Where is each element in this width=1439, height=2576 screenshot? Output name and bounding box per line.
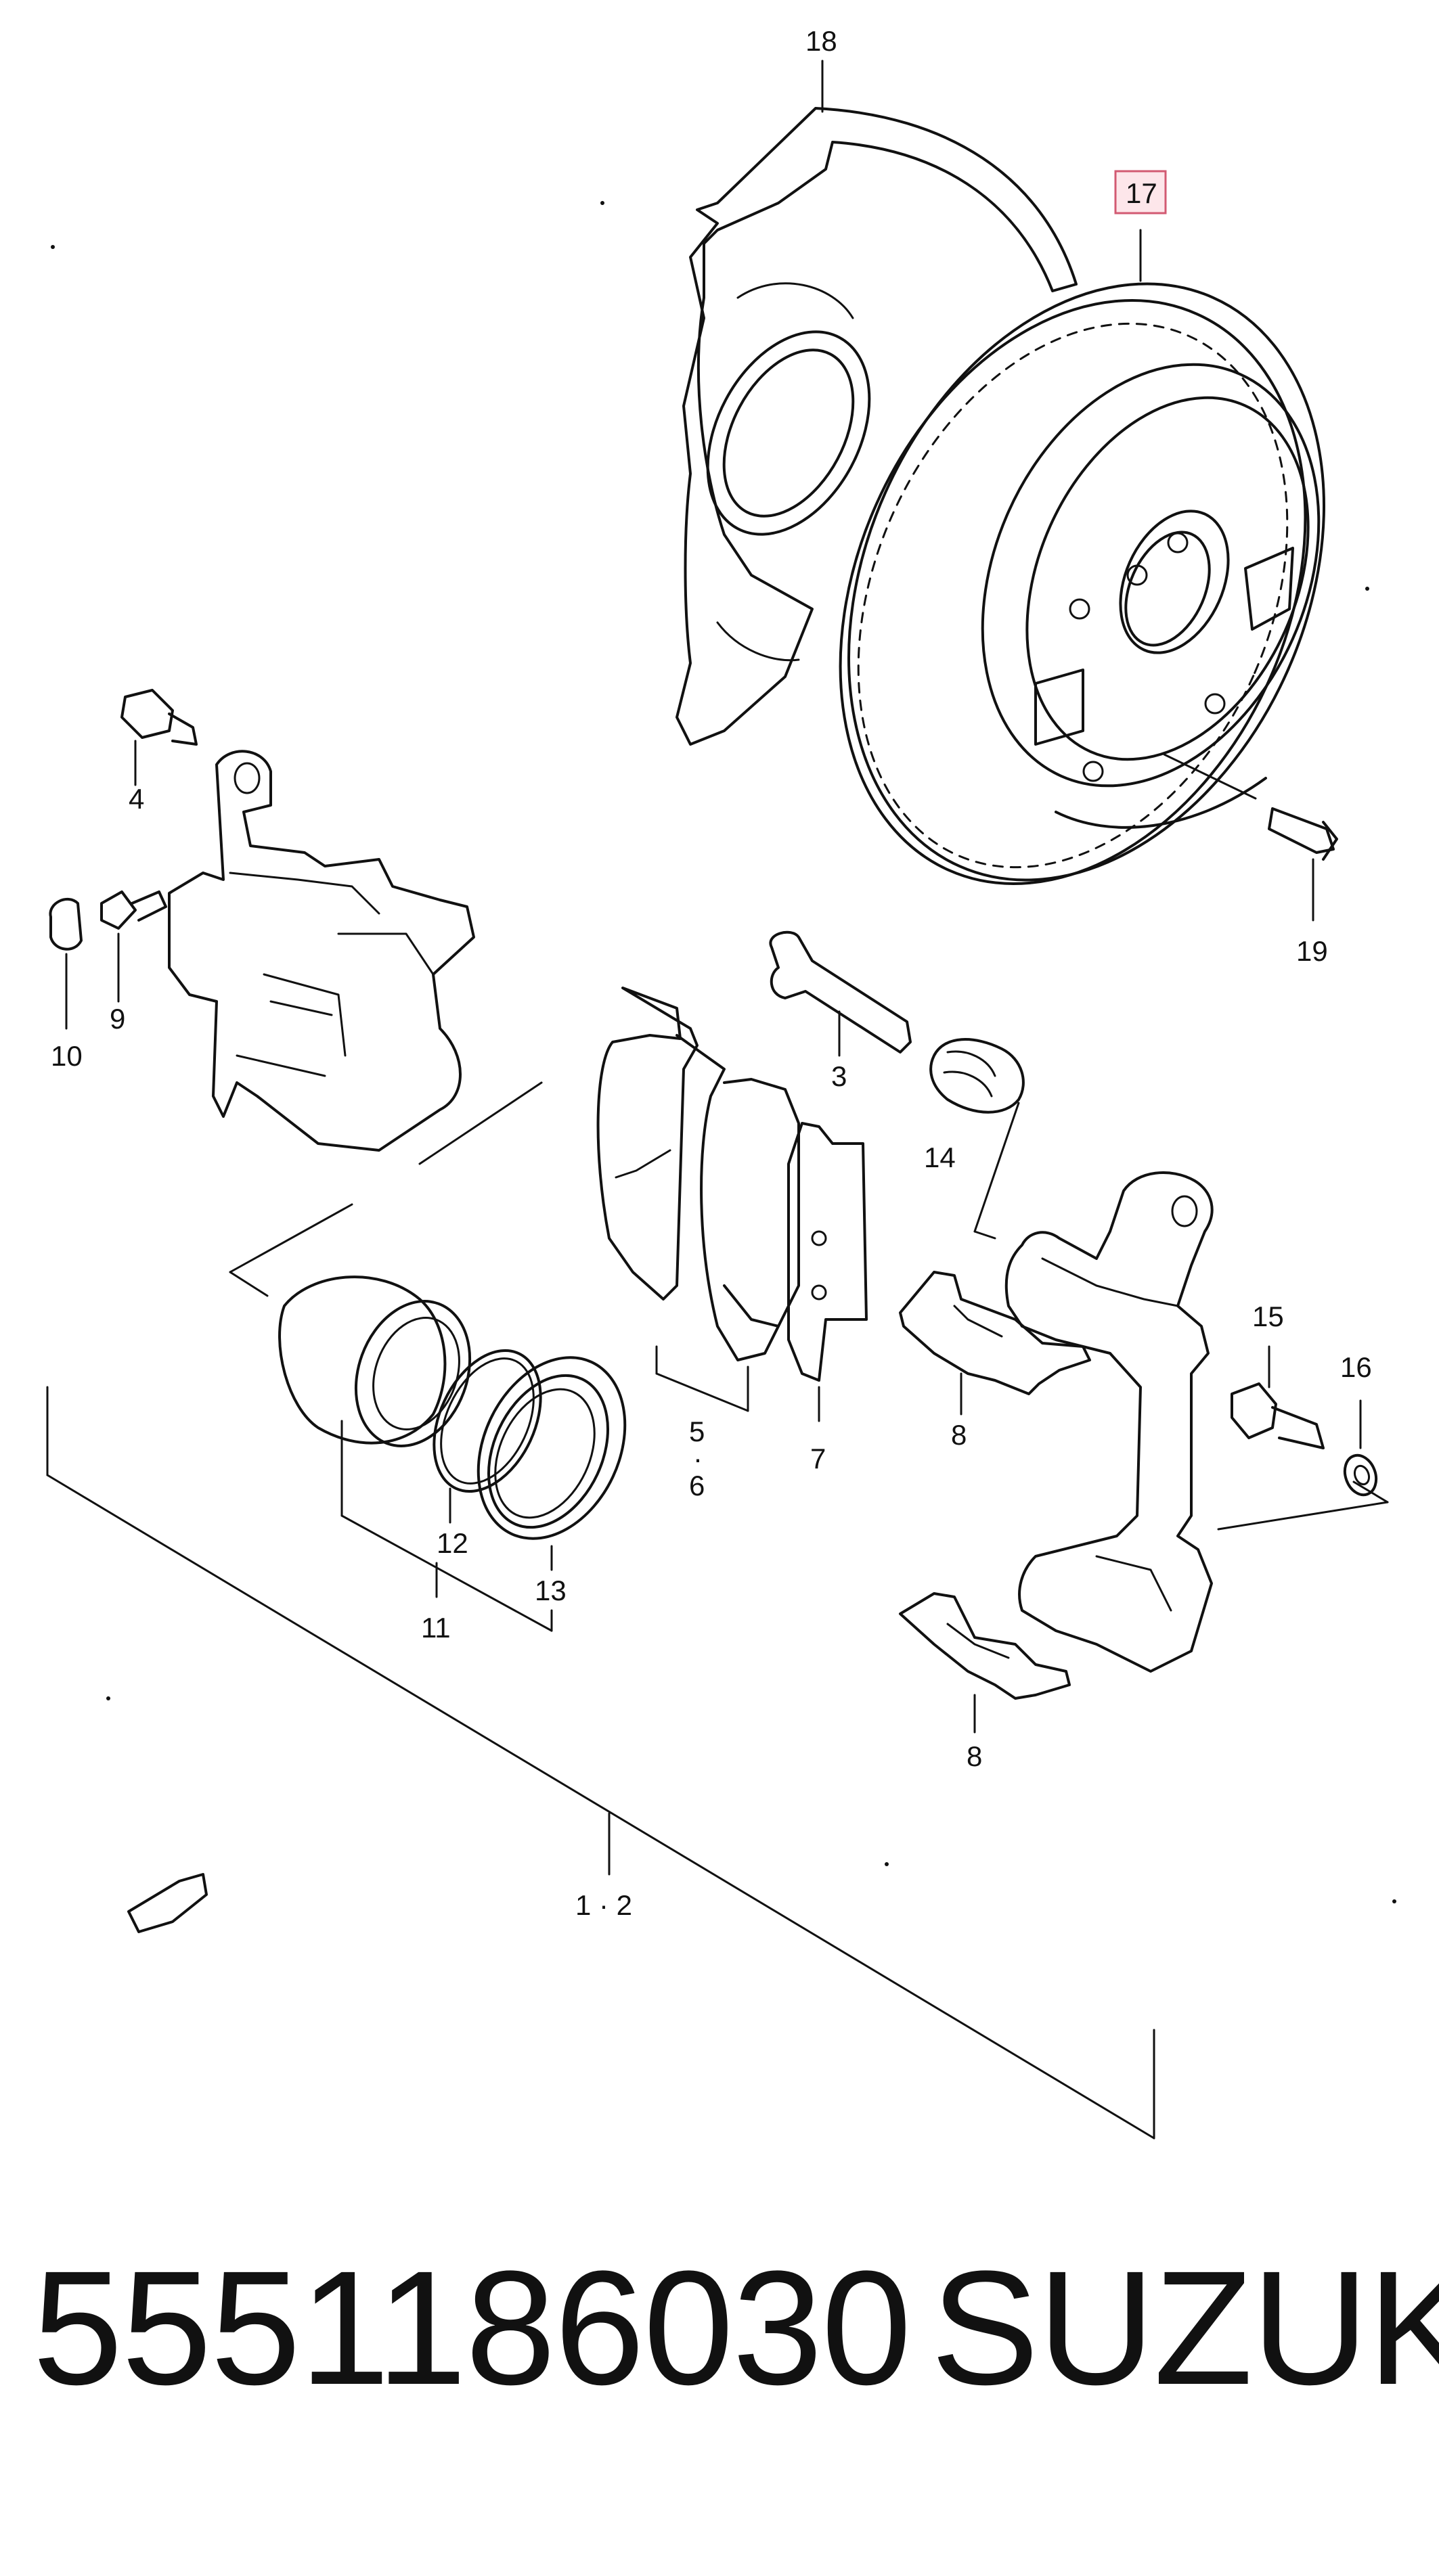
part-piston-boot [477,1356,627,1571]
part-brake-disc [839,282,1325,885]
group-bracket-1-2 [46,1386,1155,2140]
part-pad-shim [787,1122,868,1422]
callout-8-lower: 8 [967,1740,982,1772]
part-bracket-bolt [1231,1345,1325,1449]
callout-1-2: 1 · 2 [575,1889,632,1921]
callout-18: 18 [805,25,837,57]
part-piston [278,1275,472,1447]
group-bracket-11 [340,1420,553,1632]
callout-dot-5-6: · [693,1443,703,1474]
part-boot [929,1038,1025,1240]
part-guide-pin [769,930,912,1057]
brake-assembly-diagram: FWD 18 17 4 9 10 3 14 19 5 · 6 7 8 8 15 … [46,25,1396,2140]
part-caliper-bracket [1004,1171,1389,1673]
part-bleeder-cap [49,898,83,1030]
part-caliper-body [168,750,543,1297]
callout-6: 6 [689,1470,705,1501]
part-dust-shield [676,107,1078,746]
part-washer [1343,1399,1378,1497]
part-pad-clip-upper [899,1271,1091,1416]
part-pad-clip-lower [899,1592,1071,1734]
part-piston-seal [433,1349,542,1524]
fwd-badge-label: FWD [150,1883,198,1918]
callout-7: 7 [810,1443,826,1474]
callout-4: 4 [129,783,144,815]
callout-10: 10 [51,1040,83,1072]
fwd-direction-badge: FWD [127,1873,208,1933]
callout-14: 14 [924,1142,956,1173]
part-bleeder-screw [100,890,167,1003]
callout-17: 17 [1126,177,1157,209]
callout-5: 5 [689,1416,705,1447]
brand-name: SUZUKI [931,2237,1439,2418]
part-disc-screw [1163,753,1338,922]
callout-15: 15 [1252,1301,1284,1332]
part-bolt-4 [120,689,198,786]
callout-13: 13 [535,1575,567,1606]
callout-8-upper: 8 [951,1419,967,1451]
callout-12: 12 [437,1527,468,1559]
callout-17-highlight [1114,170,1167,214]
part-number: 5551186030 [32,2237,912,2418]
part-brake-pads [596,987,800,1412]
callout-16: 16 [1340,1351,1372,1383]
callout-19: 19 [1296,935,1328,967]
part-footer: 5551186030 SUZUKI [0,2226,1439,2429]
callout-9: 9 [110,1003,125,1035]
callout-11: 11 [421,1612,451,1644]
callout-3: 3 [831,1060,847,1092]
